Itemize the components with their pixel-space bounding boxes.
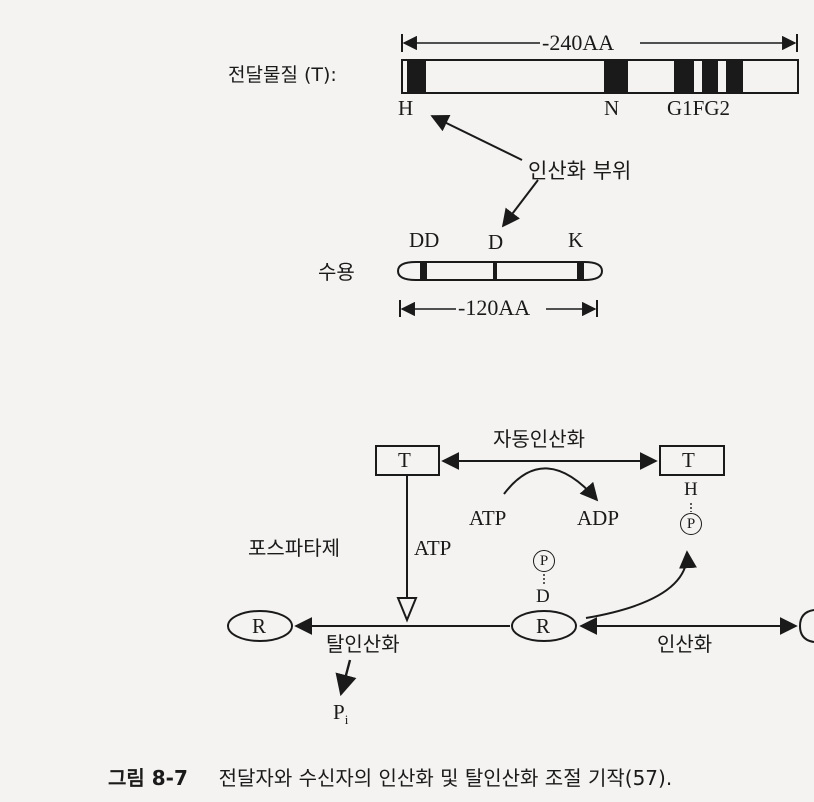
receiver-d-block — [493, 262, 497, 280]
domain-f-block — [702, 61, 718, 92]
transmitter-label: 전달물질 (T): — [228, 64, 337, 86]
t-box-right — [659, 445, 725, 476]
dephos-label: 탈인산화 — [326, 632, 400, 656]
r-oval-left — [227, 610, 293, 642]
h-mark-label: H — [684, 479, 698, 500]
receiver-d-label: D — [488, 230, 504, 254]
atp-to-adp-curve — [503, 467, 599, 502]
site-arrow-to-h — [430, 115, 523, 161]
atp-side-label: ATP — [414, 536, 452, 560]
receiver-length-arrow — [399, 300, 598, 317]
domain-n-label: N — [604, 96, 620, 120]
domain-h-label: H — [398, 96, 414, 120]
pi-main: P — [333, 700, 345, 724]
site-arrow-to-d — [501, 179, 539, 228]
phosphatase-label: 포스파타제 — [248, 536, 340, 560]
p-mark-right: P — [680, 513, 702, 535]
caption-number: 그림 8-7 — [108, 766, 188, 790]
receiver-k-label: K — [568, 228, 584, 252]
receiver-dd-block — [420, 262, 427, 280]
r-to-t-curve — [585, 550, 697, 619]
t-left-label: T — [398, 448, 411, 472]
transmitter-protein-bar — [401, 59, 799, 94]
t-right-label: T — [682, 448, 695, 472]
p-mark-center: P — [533, 550, 555, 572]
adp-top-label: ADP — [577, 506, 620, 530]
receiver-length-label: -120AA — [458, 295, 531, 320]
transmitter-length-arrow — [401, 34, 798, 52]
phos-label: 인산화 — [657, 632, 713, 656]
autophos-label: 자동인산화 — [493, 427, 585, 451]
receiver-k-block — [577, 262, 584, 280]
transmitter-length-label: -240AA — [542, 30, 615, 55]
caption-text: 전달자와 수신자의 인산화 및 탈인산화 조절 기작(57). — [218, 766, 673, 790]
r-oval-right-partial — [798, 609, 814, 643]
figure-caption: 그림 8-7 전달자와 수신자의 인산화 및 탈인산화 조절 기작(57). — [108, 768, 672, 788]
receiver-label: 수용 — [318, 260, 355, 284]
phosphatase-arrow-head — [396, 597, 418, 623]
domain-g2-block — [726, 61, 743, 92]
domain-g-label: G1FG2 — [667, 96, 731, 120]
r-center-label: R — [536, 614, 551, 638]
pi-release-arrow — [335, 659, 357, 697]
domain-n-block — [604, 61, 628, 92]
domain-g1-block — [674, 61, 694, 92]
atp-top-label: ATP — [469, 506, 507, 530]
pi-subscript: i — [344, 712, 349, 728]
pi-label: Pi — [333, 700, 349, 728]
r-oval-center — [511, 610, 577, 642]
r-left-label: R — [252, 614, 267, 638]
phospho-site-label: 인산화 부위 — [528, 159, 632, 183]
receiver-protein — [396, 261, 604, 281]
domain-h-block — [407, 61, 426, 92]
receiver-dd-label: DD — [409, 228, 440, 252]
d-mark-label: D — [536, 586, 550, 607]
